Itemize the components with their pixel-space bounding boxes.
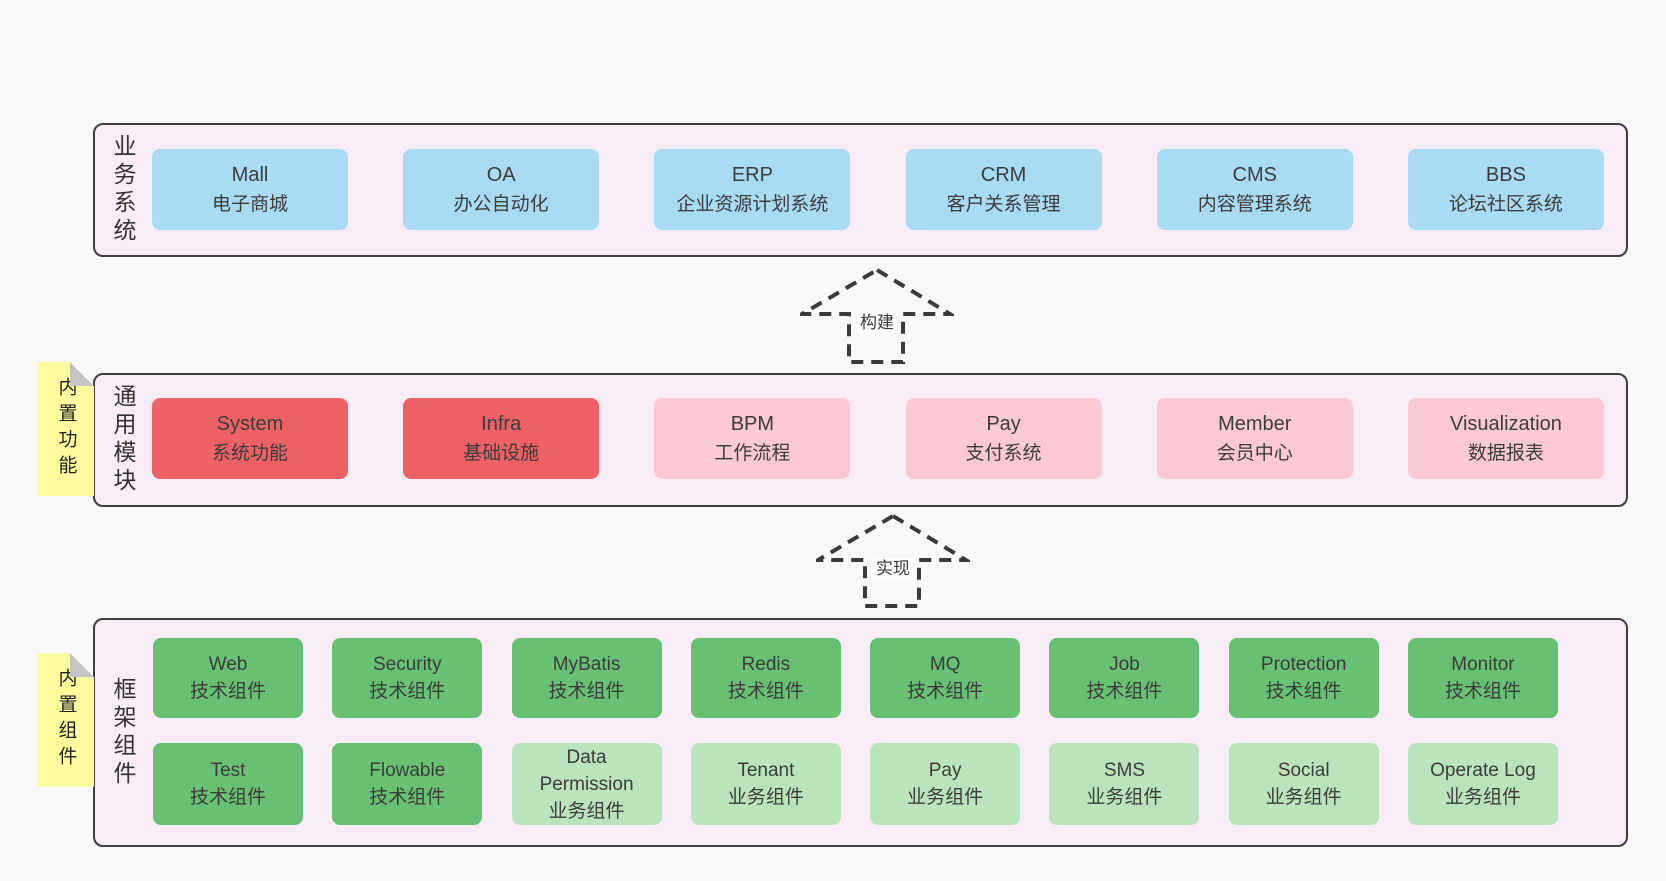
box-bbs: BBS 论坛社区系统 [1407,149,1604,230]
layer-common-modules: 通用模块 System 系统功能 Infra 基础设施 BPM 工作流程 Pay… [93,373,1628,507]
framework-components-row-1: Web 技术组件 Security 技术组件 MyBatis 技术组件 Redi… [153,638,1558,718]
box-protection: Protection 技术组件 [1228,638,1379,718]
box-infra: Infra 基础设施 [403,398,600,479]
box-redis: Redis 技术组件 [690,638,841,718]
box-pay: Pay 支付系统 [905,398,1102,479]
arrow-build-label: 构建 [857,312,897,334]
box-operate-log: Operate Log 业务组件 [1407,743,1558,825]
layer-framework-components-label: 框架组件 [110,676,136,789]
arrow-implement: 实现 [816,514,970,608]
box-data-permission: Data Permission 业务组件 [511,743,662,825]
layer-business-systems-label: 业务系统 [110,134,136,246]
box-web: Web 技术组件 [153,638,303,718]
sticky-note-built-in-features: 内置功能 [38,362,94,496]
layer-framework-components: 框架组件 Web 技术组件 Security 技术组件 MyBatis 技术组件… [93,618,1628,847]
box-sms: SMS 业务组件 [1049,743,1200,825]
box-tenant: Tenant 业务组件 [690,743,841,825]
box-pay-business: Pay 业务组件 [870,743,1021,825]
folded-corner-icon [70,653,94,677]
folded-corner-icon [70,362,94,386]
layer-common-modules-label: 通用模块 [110,384,136,496]
box-job: Job 技术组件 [1049,638,1200,718]
business-systems-row: Mall 电子商城 OA 办公自动化 ERP 企业资源计划系统 CRM 客户关系… [152,149,1604,230]
block-arrow-up-icon [816,514,970,608]
common-modules-row: System 系统功能 Infra 基础设施 BPM 工作流程 Pay 支付系统… [152,398,1604,479]
box-monitor: Monitor 技术组件 [1407,638,1558,718]
box-erp: ERP 企业资源计划系统 [654,149,851,230]
box-bpm: BPM 工作流程 [654,398,851,479]
box-member: Member 会员中心 [1156,398,1353,479]
arrow-implement-label: 实现 [873,558,913,580]
framework-components-row-2: Test 技术组件 Flowable 技术组件 Data Permission … [153,743,1558,825]
layer-business-systems: 业务系统 Mall 电子商城 OA 办公自动化 ERP 企业资源计划系统 CRM… [93,123,1628,257]
box-system: System 系统功能 [152,398,348,479]
block-arrow-up-icon [800,268,954,364]
box-social: Social 业务组件 [1228,743,1379,825]
box-mall: Mall 电子商城 [152,149,348,230]
box-security: Security 技术组件 [332,638,483,718]
box-mybatis: MyBatis 技术组件 [511,638,662,718]
sticky-note-built-in-components: 内置组件 [38,653,94,787]
box-visualization: Visualization 数据报表 [1407,398,1604,479]
box-mq: MQ 技术组件 [870,638,1021,718]
box-crm: CRM 客户关系管理 [905,149,1102,230]
box-cms: CMS 内容管理系统 [1156,149,1353,230]
arrow-build: 构建 [800,268,954,364]
box-flowable: Flowable 技术组件 [332,743,483,825]
box-oa: OA 办公自动化 [403,149,600,230]
box-test: Test 技术组件 [153,743,303,825]
